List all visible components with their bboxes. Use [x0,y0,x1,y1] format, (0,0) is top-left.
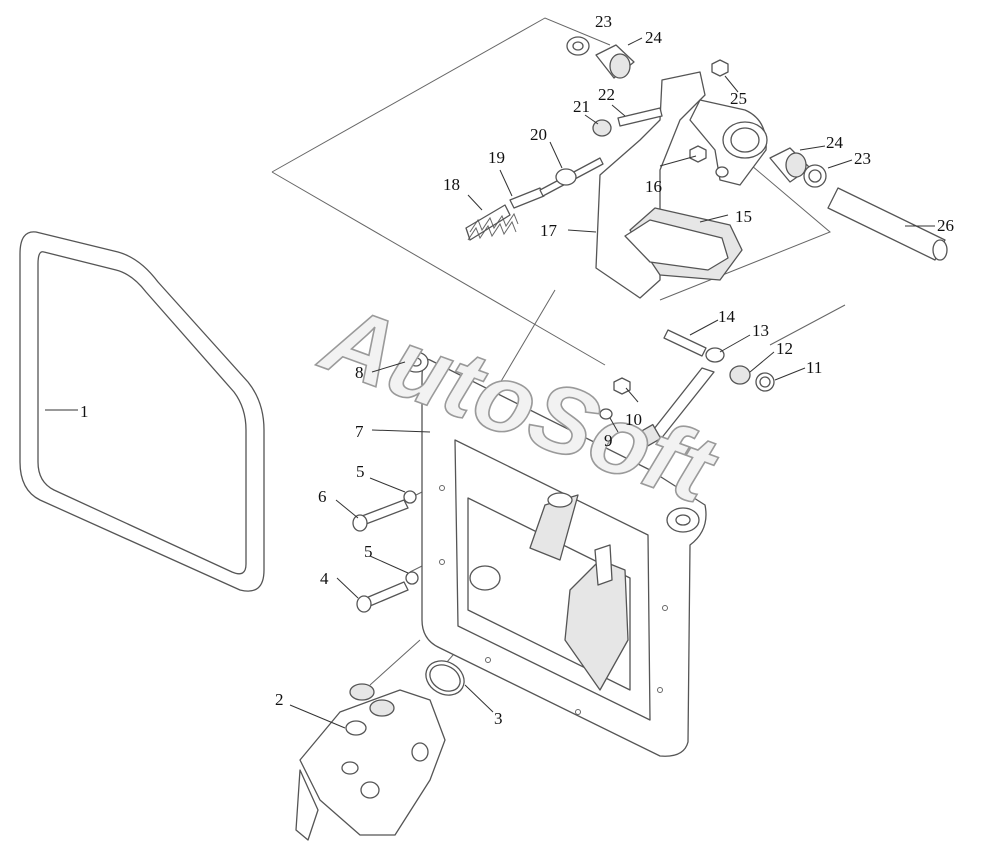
rod-part-20 [539,157,604,197]
gasket-part-1 [19,231,265,592]
callout-2: 2 [275,690,284,709]
callout-5b: 5 [364,542,373,561]
callout-24a: 24 [645,28,663,47]
callout-13: 13 [752,321,769,340]
bushing-part-12 [729,365,751,385]
callout-8: 8 [355,363,364,382]
washer-part-5-lower [405,571,419,585]
bearing-part-24-right [769,147,811,183]
callout-19: 19 [488,148,505,167]
callout-leaders [45,37,935,729]
pin-part-19 [509,187,545,209]
pedal-pad-part-15 [624,207,743,281]
washer-part-23-right [803,164,827,188]
shaft-part-26 [827,187,948,261]
callout-22: 22 [598,85,615,104]
callout-1: 1 [80,402,89,421]
washer-part-23-top [566,36,590,56]
valve-housing-part-2 [295,683,446,841]
callout-26: 26 [937,216,954,235]
bolt-part-6 [352,499,409,532]
callout-6: 6 [318,487,327,506]
callout-10: 10 [625,410,642,429]
callout-17: 17 [540,221,558,240]
callout-7: 7 [355,422,364,441]
nut-part-16 [689,145,707,163]
washer-part-5-upper [403,490,417,504]
callout-16: 16 [645,177,662,196]
callout-14: 14 [718,307,736,326]
callout-labels: 1 2 3 4 5 5 6 7 8 9 10 11 12 13 14 15 16… [80,12,954,728]
screw-part-22 [617,107,663,127]
callout-5a: 5 [356,462,365,481]
callout-24b: 24 [826,133,844,152]
callout-4: 4 [320,569,329,588]
nut-part-25 [711,59,729,77]
pin-part-14 [663,329,707,357]
callout-3: 3 [494,709,503,728]
bearing-part-24-top [595,44,635,79]
washer-part-9 [599,408,613,420]
callout-23b: 23 [854,149,871,168]
nut-part-10 [613,377,631,395]
spring-part-18 [465,204,519,241]
o-ring-part-3 [425,660,465,696]
callout-15: 15 [735,207,752,226]
callout-12: 12 [776,339,793,358]
callout-11: 11 [806,358,822,377]
rod-part-13 [636,347,725,449]
callout-21: 21 [573,97,590,116]
pedal-lever-part-17 [595,71,768,299]
ring-part-11 [755,372,775,392]
callout-9: 9 [604,431,613,450]
callout-25: 25 [730,89,747,108]
callout-20: 20 [530,125,547,144]
callout-18: 18 [443,175,460,194]
callout-23a: 23 [595,12,612,31]
bolt-part-4 [356,581,409,613]
